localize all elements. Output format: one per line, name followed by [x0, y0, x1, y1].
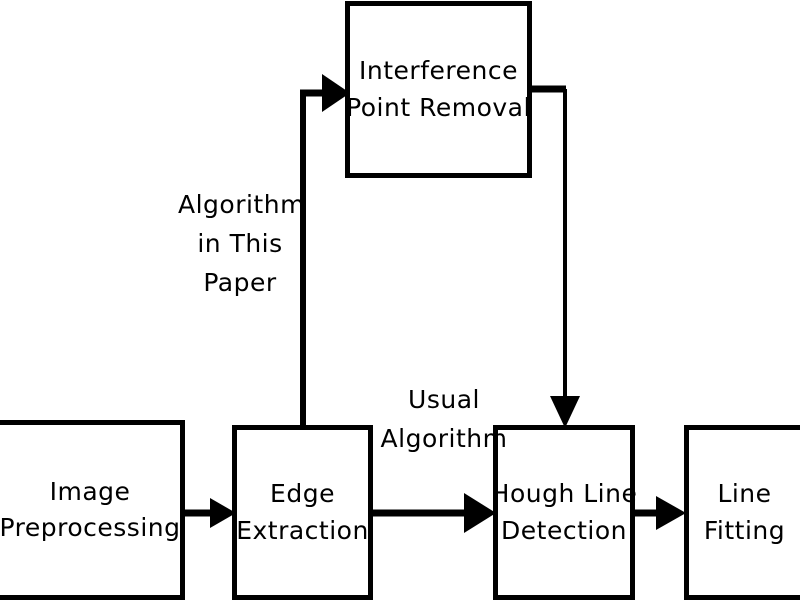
node-interference-point-removal[interactable]: Interference Point Removal [345, 1, 532, 178]
node-hough-line-detection[interactable]: Hough Line Detection [490, 425, 638, 600]
edge-label-algorithm-in-this-paper: Algorithm in This Paper [178, 186, 305, 302]
edge-hough-line-detection-to-line-fitting [634, 496, 686, 530]
edge-edge-extraction-to-hough-line-detection [372, 493, 496, 533]
node-line-fitting-line-2: Fitting [703, 515, 786, 545]
node-edge-extraction[interactable]: Edge Extraction [232, 425, 373, 600]
edge-label-usual-algorithm-line-1: Usual [408, 385, 480, 414]
edge-image-preprocessing-to-edge-extraction [185, 498, 236, 528]
edge-label-usual-algorithm: Usual Algorithm [376, 381, 512, 459]
node-interference-point-removal-line-1: Interference [359, 56, 518, 86]
edge-label-algorithm-in-this-paper-line-3: Paper [203, 267, 277, 297]
node-image-preprocessing[interactable]: Image Preprocessing [0, 420, 185, 600]
edge-interference-point-removal-to-hough-line-detection [529, 85, 580, 428]
node-interference-point-removal-line-2: Point Removal [346, 92, 531, 122]
node-hough-line-detection-line-1: Hough Line [490, 479, 638, 509]
node-edge-extraction-line-1: Edge [270, 479, 335, 509]
edge-label-algorithm-in-this-paper-line-1: Algorithm [178, 190, 305, 219]
edge-edge-extraction-to-interference-point-removal [300, 74, 350, 427]
node-edge-extraction-line-2: Extraction [236, 515, 369, 545]
node-line-fitting-line-1: Line [717, 479, 772, 509]
node-hough-line-detection-line-2: Detection [501, 515, 627, 545]
edge-label-algorithm-in-this-paper-line-2: in This [197, 228, 283, 258]
node-image-preprocessing-line-1: Image [49, 476, 131, 506]
node-line-fitting[interactable]: Line Fitting [684, 425, 800, 600]
node-image-preprocessing-line-2: Preprocessing [0, 513, 181, 542]
edge-label-usual-algorithm-line-2: Algorithm [380, 423, 508, 453]
